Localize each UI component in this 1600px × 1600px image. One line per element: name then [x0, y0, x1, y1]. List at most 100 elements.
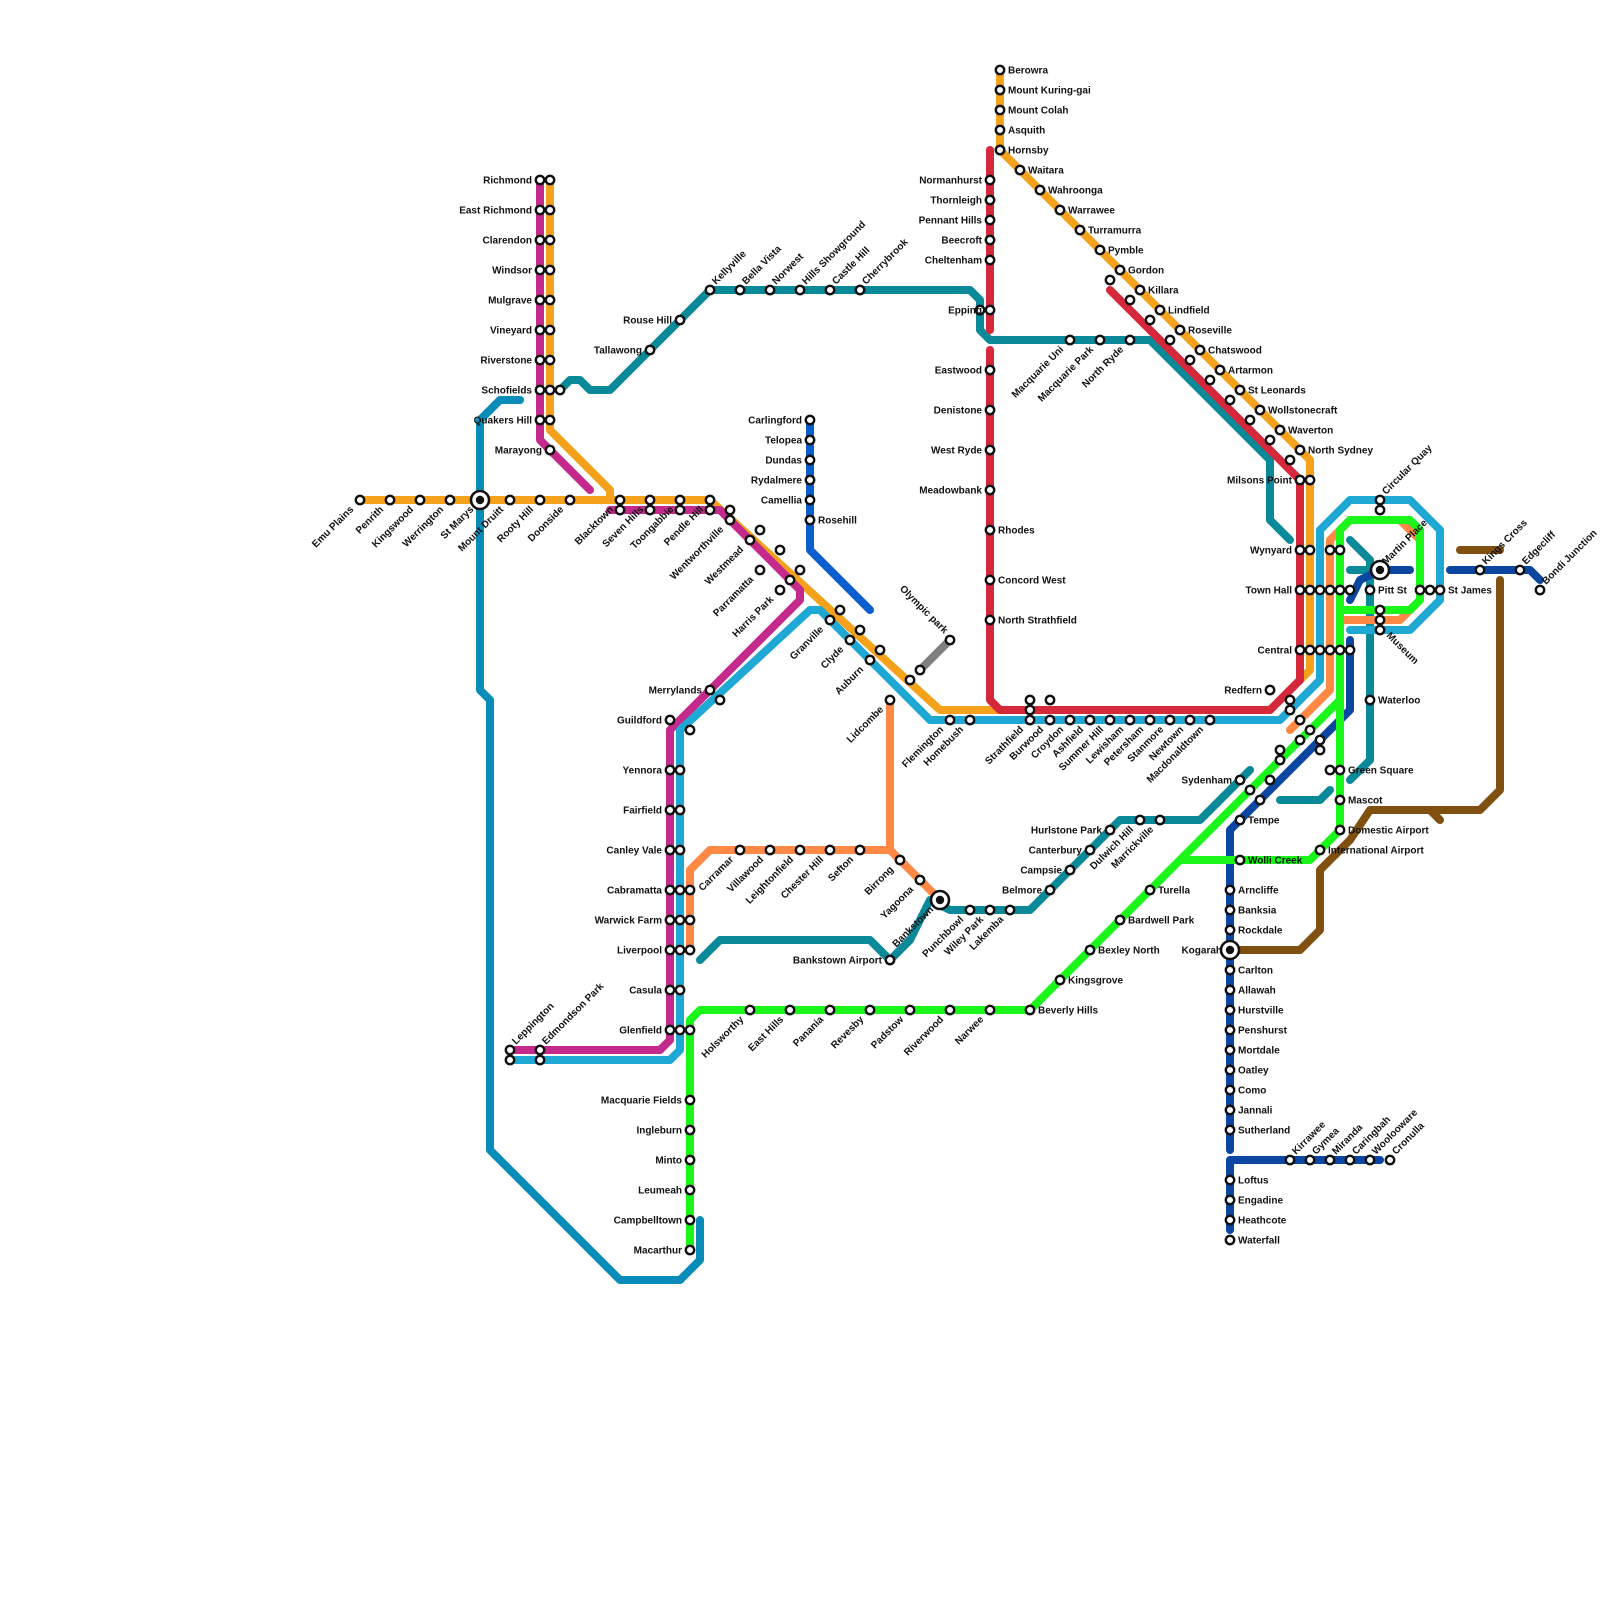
station-marker[interactable]: [1086, 846, 1094, 854]
station-marker[interactable]: [796, 286, 804, 294]
station-marker[interactable]: [756, 566, 764, 574]
platform-marker[interactable]: [1316, 736, 1324, 744]
platform-marker[interactable]: [1266, 776, 1274, 784]
station-marker[interactable]: [806, 516, 814, 524]
station-marker[interactable]: [1006, 906, 1014, 914]
station-marker[interactable]: [1226, 1006, 1234, 1014]
platform-marker[interactable]: [1296, 716, 1304, 724]
station-marker[interactable]: [1226, 1106, 1234, 1114]
station-marker[interactable]: [1146, 886, 1154, 894]
station-marker[interactable]: [676, 496, 684, 504]
station-marker[interactable]: [946, 1006, 954, 1014]
platform-marker[interactable]: [1376, 506, 1384, 514]
station-marker[interactable]: [1226, 986, 1234, 994]
station-marker[interactable]: [706, 496, 714, 504]
platform-marker[interactable]: [646, 506, 654, 514]
station-marker[interactable]: [1476, 566, 1484, 574]
station-marker[interactable]: [866, 1006, 874, 1014]
station-marker[interactable]: [1026, 1006, 1034, 1014]
station-marker[interactable]: [1216, 366, 1224, 374]
station-marker[interactable]: [996, 126, 1004, 134]
platform-marker[interactable]: [1306, 646, 1314, 654]
station-marker[interactable]: [1296, 446, 1304, 454]
station-marker[interactable]: [986, 1006, 994, 1014]
station-marker[interactable]: [1226, 1216, 1234, 1224]
station-marker[interactable]: [1436, 586, 1444, 594]
station-marker[interactable]: [986, 576, 994, 584]
platform-marker[interactable]: [676, 846, 684, 854]
station-marker[interactable]: [1156, 816, 1164, 824]
station-marker[interactable]: [826, 1006, 834, 1014]
station-marker[interactable]: [706, 686, 714, 694]
platform-marker[interactable]: [776, 546, 784, 554]
station-marker[interactable]: [1256, 406, 1264, 414]
platform-marker[interactable]: [1026, 696, 1034, 704]
station-marker[interactable]: [536, 386, 544, 394]
platform-marker[interactable]: [1106, 276, 1114, 284]
station-marker[interactable]: [1236, 776, 1244, 784]
station-marker[interactable]: [1296, 586, 1304, 594]
platform-marker[interactable]: [1126, 296, 1134, 304]
platform-marker[interactable]: [1316, 746, 1324, 754]
platform-marker[interactable]: [676, 916, 684, 924]
platform-marker[interactable]: [536, 1056, 544, 1064]
station-marker[interactable]: [1306, 1156, 1314, 1164]
platform-marker[interactable]: [676, 986, 684, 994]
platform-marker[interactable]: [1316, 646, 1324, 654]
station-marker[interactable]: [1236, 386, 1244, 394]
platform-marker[interactable]: [686, 1026, 694, 1034]
station-marker[interactable]: [1106, 826, 1114, 834]
station-marker[interactable]: [1036, 186, 1044, 194]
platform-marker[interactable]: [1306, 476, 1314, 484]
station-marker[interactable]: [1376, 496, 1384, 504]
platform-marker[interactable]: [1286, 456, 1294, 464]
station-marker[interactable]: [966, 906, 974, 914]
station-marker[interactable]: [746, 1006, 754, 1014]
station-marker[interactable]: [906, 1006, 914, 1014]
platform-marker[interactable]: [1226, 396, 1234, 404]
station-marker[interactable]: [536, 206, 544, 214]
station-marker[interactable]: [826, 846, 834, 854]
platform-marker[interactable]: [1256, 796, 1264, 804]
station-marker[interactable]: [1016, 166, 1024, 174]
station-marker[interactable]: [1226, 1026, 1234, 1034]
platform-marker[interactable]: [546, 266, 554, 274]
station-marker[interactable]: [1106, 716, 1114, 724]
station-marker[interactable]: [1366, 696, 1374, 704]
platform-marker[interactable]: [506, 1056, 514, 1064]
platform-marker[interactable]: [1276, 746, 1284, 754]
platform-marker[interactable]: [686, 886, 694, 894]
station-marker[interactable]: [806, 416, 814, 424]
station-marker[interactable]: [1336, 826, 1344, 834]
station-marker[interactable]: [796, 846, 804, 854]
station-marker[interactable]: [686, 1216, 694, 1224]
station-marker[interactable]: [1236, 816, 1244, 824]
station-marker[interactable]: [1026, 716, 1034, 724]
platform-marker[interactable]: [1306, 726, 1314, 734]
station-marker[interactable]: [1046, 886, 1054, 894]
platform-marker[interactable]: [1326, 586, 1334, 594]
station-marker[interactable]: [986, 406, 994, 414]
platform-marker[interactable]: [546, 416, 554, 424]
station-marker[interactable]: [666, 716, 674, 724]
station-marker[interactable]: [666, 886, 674, 894]
station-marker[interactable]: [1166, 716, 1174, 724]
station-marker[interactable]: [1136, 816, 1144, 824]
station-marker[interactable]: [1296, 546, 1304, 554]
station-marker[interactable]: [996, 66, 1004, 74]
station-marker[interactable]: [1226, 886, 1234, 894]
platform-marker[interactable]: [1346, 646, 1354, 654]
station-marker[interactable]: [1296, 646, 1304, 654]
platform-marker[interactable]: [1376, 616, 1384, 624]
platform-marker[interactable]: [1346, 586, 1354, 594]
station-marker[interactable]: [946, 716, 954, 724]
platform-marker[interactable]: [836, 606, 844, 614]
platform-marker[interactable]: [546, 326, 554, 334]
station-marker[interactable]: [686, 1246, 694, 1254]
platform-marker[interactable]: [1046, 696, 1054, 704]
platform-marker[interactable]: [756, 526, 764, 534]
station-marker[interactable]: [1226, 1086, 1234, 1094]
station-marker[interactable]: [986, 236, 994, 244]
platform-marker[interactable]: [1336, 586, 1344, 594]
station-marker[interactable]: [1046, 716, 1054, 724]
